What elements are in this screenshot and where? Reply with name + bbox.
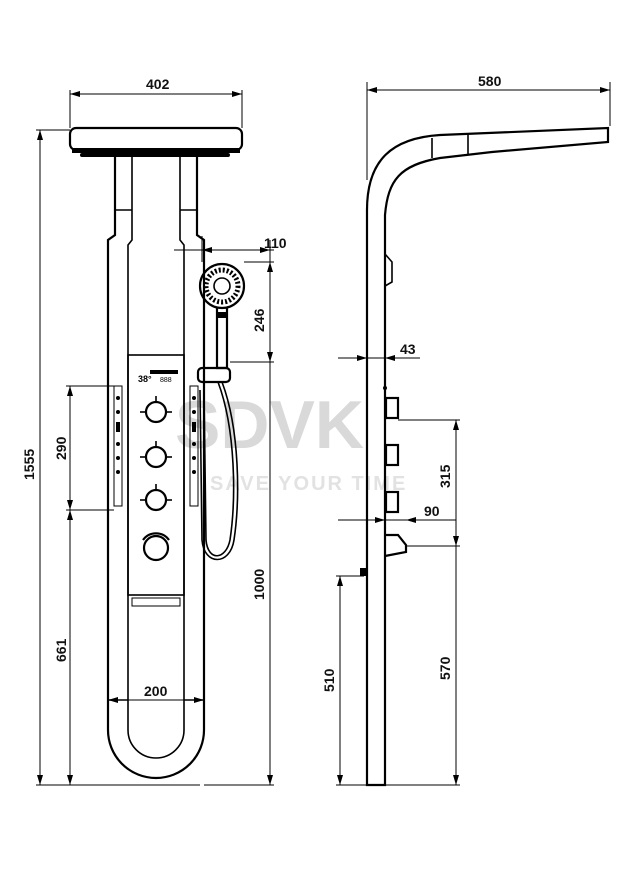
dim-side-depth: 43 — [400, 341, 416, 357]
dim-side-width-top: 580 — [478, 73, 502, 89]
side-thermostat — [384, 533, 408, 558]
dim-front-total-height: 1555 — [21, 449, 37, 480]
side-dimensions: 580 43 315 90 510 570 — [321, 73, 611, 786]
watermark: SDVK SAVE YOUR TIME — [175, 387, 407, 495]
thermostatic-knob — [142, 532, 170, 562]
dim-side-knob-height: 570 — [437, 656, 453, 680]
dim-front-bottom-width: 200 — [144, 683, 168, 699]
dim-front-lower-height: 661 — [53, 638, 69, 662]
dim-side-knob-depth: 90 — [424, 503, 440, 519]
diverter-knob-2 — [140, 441, 172, 469]
dim-front-bracket-height: 1000 — [251, 569, 267, 600]
hand-shower — [196, 262, 246, 561]
dim-front-handshower-height: 246 — [251, 308, 267, 332]
side-knob-3 — [384, 490, 400, 514]
dim-front-handshower-width: 110 — [264, 235, 287, 251]
dim-front-panel-height: 290 — [53, 436, 69, 460]
dim-side-outlet-height: 510 — [321, 668, 337, 692]
side-outlet — [360, 568, 367, 576]
body-jets-left — [113, 385, 123, 507]
display-temperature: 38° — [138, 374, 152, 384]
front-dimensions: 402 1555 290 661 200 110 246 — [21, 76, 287, 786]
diverter-knob-1 — [140, 396, 172, 424]
control-panel: 38° 888 — [127, 354, 185, 607]
diverter-knob-3 — [140, 484, 172, 512]
side-knob-1 — [384, 396, 400, 420]
watermark-brand: SDVK — [175, 387, 364, 463]
side-view — [360, 126, 610, 787]
overhead-shower — [68, 126, 244, 157]
dim-front-width-top: 402 — [146, 76, 170, 92]
body-jets-right — [189, 385, 199, 507]
watermark-tagline: SAVE YOUR TIME — [210, 473, 407, 495]
display-unit: 888 — [160, 377, 172, 384]
dim-side-knob-span: 315 — [437, 464, 453, 488]
side-knob-2 — [384, 443, 400, 467]
